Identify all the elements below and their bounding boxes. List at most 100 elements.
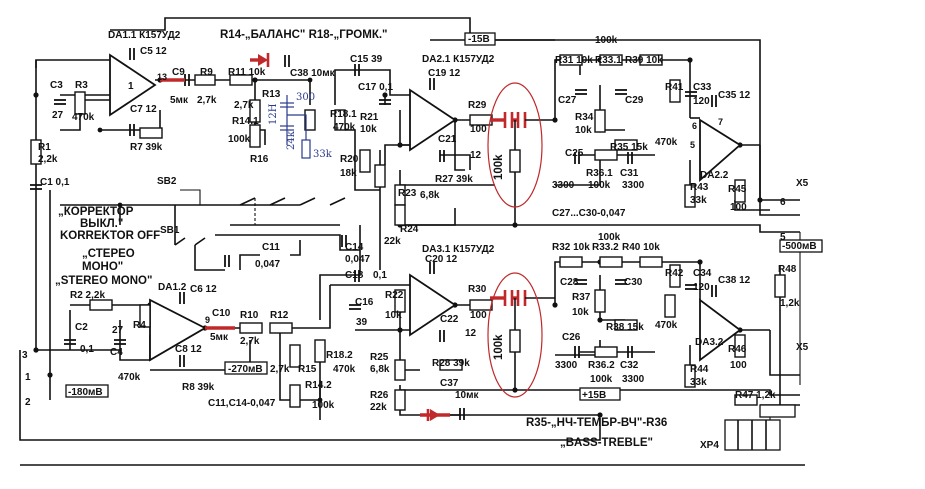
labels-c1-label: C1 0,1 [40, 177, 70, 188]
labels-st3-label: „STEREO MONO" [55, 275, 152, 287]
labels-c33-label: C33 [693, 82, 712, 93]
labels-st1-label: „СТЕРЕО [82, 248, 135, 260]
labels-r41v-label: 470k [655, 137, 678, 148]
labels-c26-label: C26 [562, 332, 581, 343]
labels-c25-label: C25 [565, 148, 584, 159]
labels-r48-label: R48 [778, 264, 797, 275]
labels-sb1-label: SB1 [160, 225, 180, 236]
labels-c26v-label: 3300 [555, 360, 578, 371]
labels-c19-label: C19 12 [428, 68, 461, 79]
labels-r839-label: R8 39k [182, 382, 215, 393]
labels-c18-label: C18 [345, 270, 364, 281]
da32-label: DA3.2 [695, 337, 724, 348]
annotations-blue-24k-label: 24k [286, 130, 297, 150]
opamp-da22 [699, 118, 742, 182]
labels-c11-label: C11 [262, 242, 280, 253]
labels-v470kb-label: 470k [333, 122, 356, 133]
labels-v270-label: -270мВ [228, 364, 263, 375]
labels-c16v-label: 39 [356, 317, 368, 328]
annotations-blue-12h-label: 12H [268, 103, 279, 125]
labels-x5b-label: X5 [796, 342, 809, 353]
labels-r31-label: R31 10k [555, 55, 593, 66]
labels-r10v-label: 2,7k [240, 336, 260, 347]
labels-c11c14-label: C11,C14-0,047 [208, 398, 276, 409]
labels-r361v-label: 100k [588, 180, 611, 191]
opamp-da31 [409, 273, 457, 337]
labels-r142-label: R14.2 [305, 380, 332, 391]
labels-c27-label: C27 [558, 95, 577, 106]
labels-r38-label: R38 15k [606, 322, 644, 333]
labels-c32-label: C32 [620, 360, 639, 371]
labels-r25v-label: 6,8k [370, 364, 390, 375]
labels-r43v-label: 33k [690, 195, 707, 206]
labels-mk5b-label: 5мк [210, 332, 229, 343]
labels-c2v-label: 0,1 [80, 344, 94, 355]
labels-mk5a-label: 5мк [170, 95, 189, 106]
labels-xp4-label: XP4 [700, 440, 719, 451]
annotations-red-100ka-label: 100k [493, 154, 505, 180]
labels-c34v-label: 120 [693, 282, 710, 293]
labels-r15v-label: 2,7k [270, 364, 290, 375]
labels-r4-label: R4 [133, 320, 146, 331]
labels-c3-label: C3 [50, 80, 63, 91]
labels-c4-label: C4 [110, 347, 123, 358]
labels-r21v-label: 10k [360, 124, 377, 135]
labels-n1-label: 1 [25, 372, 31, 383]
junction-dots [33, 57, 763, 418]
labels-n2-label: 2 [25, 397, 31, 408]
labels-c37-label: C37 [440, 378, 459, 389]
labels-r10-label: R10 [240, 310, 259, 321]
labels-p7a-label: 7 [718, 117, 723, 127]
labels-c37v-label: 10мк [455, 390, 480, 401]
labels-r23-label: R23 [398, 188, 417, 199]
labels-bt2-label: „BASS-TREBLE" [560, 437, 653, 449]
labels-c14-label: C14 [345, 242, 364, 253]
labels-p5a-label: 5 [690, 140, 695, 150]
labels-r44-label: R44 [690, 364, 709, 375]
labels-c30-label: C30 [624, 277, 643, 288]
labels-r27-label: R27 39k [435, 174, 473, 185]
labels-c34-label: C34 [693, 268, 712, 279]
labels-c21-label: C21 [438, 134, 457, 145]
labels-r12-label: R12 [270, 310, 289, 321]
labels-r22-label: R22 [385, 290, 404, 301]
da11-label: DA1.1 К157УД2 [108, 30, 181, 41]
labels-r30v-label: 100 [470, 310, 487, 321]
labels-sb2-label: SB2 [157, 176, 177, 187]
labels-r142v-label: 100k [312, 400, 335, 411]
labels-r22v-label: 10k [385, 310, 402, 321]
resistor-bodies [30, 54, 786, 411]
labels-r361-label: R36.1 [586, 168, 613, 179]
labels-n5-label: 5 [780, 232, 786, 243]
labels-v180-label: -180мВ [68, 387, 103, 398]
opamp-da12 [149, 298, 207, 362]
labels-c25v-label: 3300 [552, 180, 575, 191]
labels-r29-label: R29 [468, 100, 487, 111]
labels-r45-label: R45 [728, 184, 747, 195]
opamp-da21 [409, 88, 457, 152]
labels-c20-label: C20 12 [425, 254, 458, 265]
labels-r24v-label: 22k [384, 236, 401, 247]
labels-k100a-label: 100k [595, 35, 618, 46]
labels-r1v-label: 2,2k [38, 154, 58, 165]
labels-r23v-label: 6,8k [420, 190, 440, 201]
labels-r48v-label: 1,2k [780, 298, 800, 309]
labels-r739-label: R7 39k [130, 142, 163, 153]
labels-n6-label: 6 [780, 197, 786, 208]
labels-n3-label: 3 [22, 350, 28, 361]
labels-r1-label: R1 [38, 142, 51, 153]
labels-c2-label: C2 [75, 322, 88, 333]
labels-v15p-label: +15В [582, 390, 606, 401]
labels-r182-label: R18.2 [326, 350, 353, 361]
da22-label: DA2.2 [700, 170, 729, 181]
labels-r34-label: R34 [575, 112, 594, 123]
da31-label: DA3.1 К157УД2 [422, 244, 495, 255]
header-balance: R14-„БАЛАНС" R18-„ГРОМК." [220, 29, 388, 41]
labels-r3-label: R3 [75, 80, 88, 91]
labels-r20-label: R20 [340, 154, 359, 165]
labels-r35-label: R35 15k [610, 142, 648, 153]
labels-r45v-label: 100 [730, 202, 747, 213]
labels-corr1-label: „КОРРЕКТОР [58, 206, 134, 218]
labels-r331-label: R33.1 [595, 55, 622, 66]
